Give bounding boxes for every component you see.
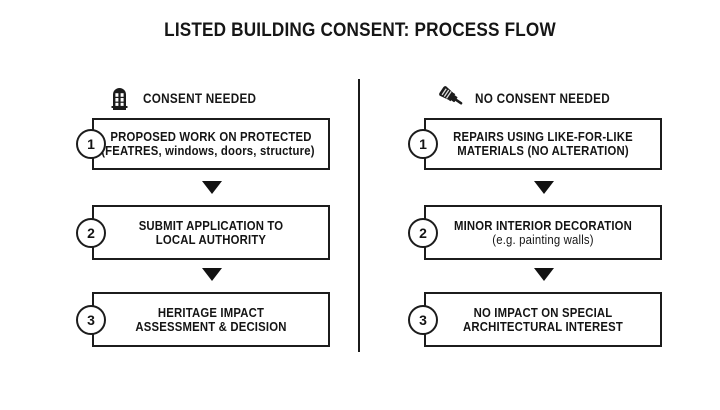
down-triangle-arrow-icon	[202, 181, 222, 194]
column-header-consent-needed: CONSENT NEEDED	[60, 84, 360, 112]
paintbrush-icon	[436, 84, 466, 112]
arched-window-building-icon	[104, 84, 134, 112]
step-text-line: SUBMIT APPLICATION TO	[138, 218, 284, 233]
step-text-line: REPAIRS USING LIKE-FOR-LIKE	[453, 129, 633, 144]
step-text-line: MINOR INTERIOR DECORATION	[453, 218, 633, 233]
step-text: HERITAGE IMPACT ASSESSMENT & DECISION	[94, 305, 328, 333]
step-text-line: PROPOSED WORK ON PROTECTED	[110, 129, 312, 144]
column-no-consent-needed: NO CONSENT NEEDED 1 REPAIRS USING LIKE-F…	[392, 0, 692, 410]
down-triangle-arrow-icon	[534, 181, 554, 194]
down-triangle-arrow-icon	[534, 268, 554, 281]
step-number-badge: 2	[76, 217, 106, 248]
step-box[interactable]: 1 REPAIRS USING LIKE-FOR-LIKE MATERIALS …	[408, 118, 662, 170]
step-text: SUBMIT APPLICATION TO LOCAL AUTHORITY	[94, 218, 328, 246]
step-box[interactable]: 3 HERITAGE IMPACT ASSESSMENT & DECISION	[76, 292, 330, 347]
step-text-line: MATERIALS (NO ALTERATION)	[457, 144, 629, 158]
step-box[interactable]: 1 PROPOSED WORK ON PROTECTED (FEATRES, w…	[76, 118, 330, 170]
step-number-badge: 1	[408, 129, 438, 159]
step-number-badge: 2	[408, 217, 438, 248]
step-text-line: (e.g. painting walls)	[492, 232, 594, 247]
step-box[interactable]: 2 MINOR INTERIOR DECORATION (e.g. painti…	[408, 205, 662, 260]
column-divider	[358, 79, 360, 352]
step-text-line: ASSESSMENT & DECISION	[135, 319, 287, 334]
step-text: MINOR INTERIOR DECORATION (e.g. painting…	[426, 218, 660, 246]
step-text-line: NO IMPACT ON SPECIAL	[473, 305, 613, 320]
step-text-line: ARCHITECTURAL INTEREST	[463, 319, 623, 334]
step-text-line: LOCAL AUTHORITY	[155, 232, 267, 247]
column-header-label: CONSENT NEEDED	[143, 90, 257, 106]
step-text: NO IMPACT ON SPECIAL ARCHITECTURAL INTER…	[426, 305, 660, 333]
step-text: REPAIRS USING LIKE-FOR-LIKE MATERIALS (N…	[426, 130, 660, 158]
step-text: PROPOSED WORK ON PROTECTED (FEATRES, win…	[94, 130, 328, 158]
step-box[interactable]: 3 NO IMPACT ON SPECIAL ARCHITECTURAL INT…	[408, 292, 662, 347]
step-text-line: HERITAGE IMPACT	[157, 305, 265, 320]
step-number-badge: 3	[408, 304, 438, 335]
step-box[interactable]: 2 SUBMIT APPLICATION TO LOCAL AUTHORITY	[76, 205, 330, 260]
step-number-badge: 1	[76, 129, 106, 159]
column-header-label: NO CONSENT NEEDED	[475, 90, 610, 106]
column-header-no-consent-needed: NO CONSENT NEEDED	[392, 84, 692, 112]
step-text-line: (FEATRES, windows, doors, structure)	[101, 144, 315, 158]
page-title: LISTED BUILDING CONSENT: PROCESS FLOW	[164, 19, 556, 41]
down-triangle-arrow-icon	[202, 268, 222, 281]
step-number-badge: 3	[76, 304, 106, 335]
column-consent-needed: CONSENT NEEDED 1 PROPOSED WORK ON PROTEC…	[60, 0, 360, 410]
